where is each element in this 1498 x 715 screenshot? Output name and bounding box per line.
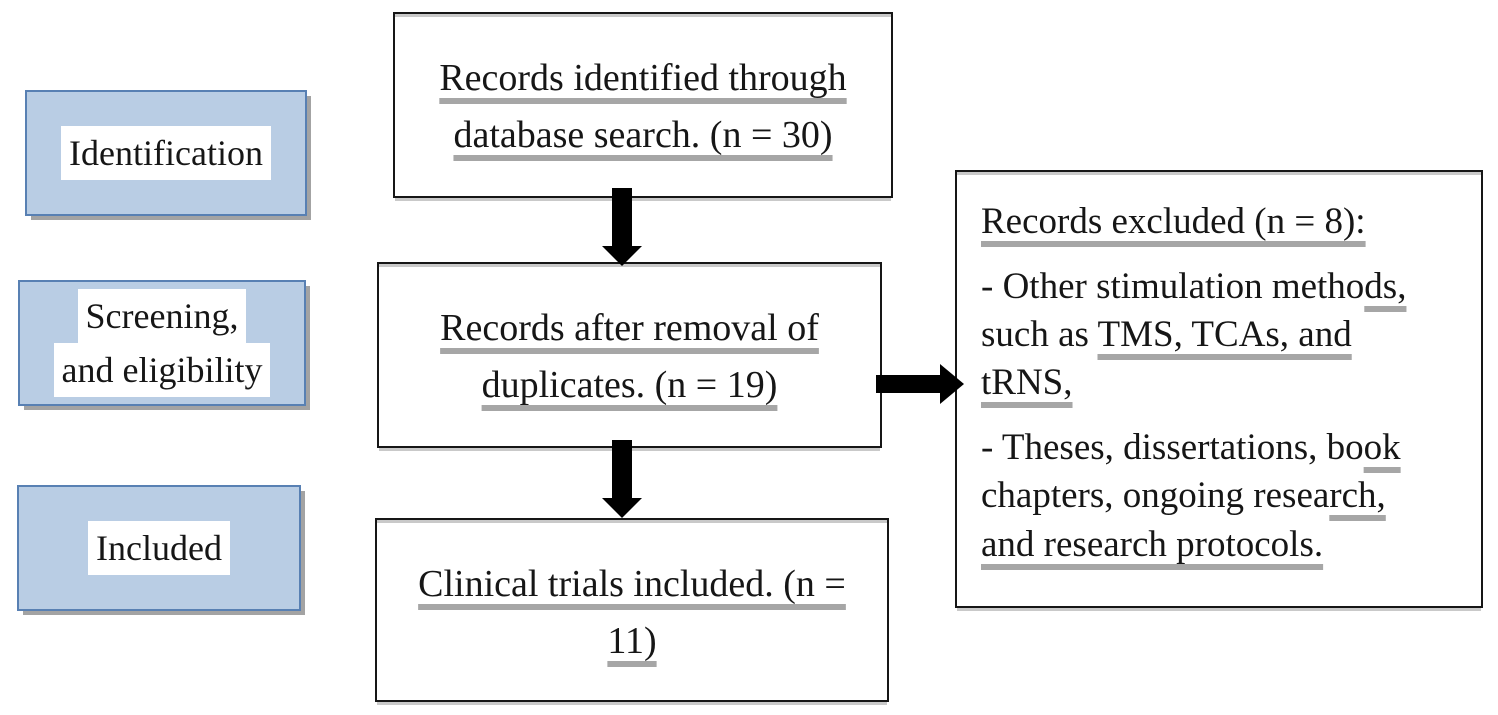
flow-box-line: Records identified through — [439, 50, 846, 107]
excluded-item-text: such as — [981, 314, 1089, 356]
flow-box-text: duplicates. (n = 19) — [481, 364, 778, 406]
excluded-item-text: ds, — [1364, 266, 1407, 308]
flow-box-text: Records after removal of — [440, 307, 819, 349]
excluded-item-line: and research protocols. — [981, 521, 1459, 569]
excluded-item-line: chapters, ongoing research, — [981, 472, 1459, 520]
arrow-shaft — [612, 188, 632, 246]
excluded-item-line: tRNS, — [981, 359, 1459, 407]
flow-box-text: 11) — [607, 620, 657, 662]
excluded-title: Records excluded (n = 8): — [981, 198, 1459, 246]
stage-label-text: Screening, — [77, 288, 247, 343]
arrow-shaft — [612, 440, 632, 498]
stage-label-text: and eligibility — [53, 343, 271, 398]
arrow-down-head-icon — [602, 498, 642, 518]
excluded-item-text: and research protocols. — [981, 523, 1324, 565]
flow-box-text: database search. (n = 30) — [453, 114, 833, 156]
excluded-item-2: - Theses, dissertations, book chapters, … — [981, 424, 1459, 568]
flow-box-line: Clinical trials included. (n = — [418, 556, 846, 613]
stage-label-text: Included — [88, 520, 230, 576]
arrow-right-head-icon — [940, 364, 964, 404]
arrow-down-head-icon — [602, 246, 642, 266]
stage-label-line: Included — [88, 520, 230, 576]
arrow-shaft — [876, 375, 940, 393]
excluded-item-text: rch, — [1329, 475, 1386, 517]
stage-label-text: Identification — [61, 125, 271, 181]
excluded-title-text: Records excluded (n = 8): — [981, 201, 1366, 242]
excluded-item-line: - Other stimulation methods, — [981, 263, 1459, 311]
flow-box-text: Records identified through — [439, 57, 847, 99]
flow-box-after-duplicates: Records after removal of duplicates. (n … — [377, 262, 882, 448]
flow-box-line: duplicates. (n = 19) — [482, 357, 778, 414]
arrow-down-duplicates-to-included — [602, 440, 642, 518]
excluded-records-box: Records excluded (n = 8): - Other stimul… — [955, 170, 1483, 608]
excluded-item-line: - Theses, dissertations, book — [981, 424, 1459, 472]
excluded-item-line: such as TMS, TCAs, and — [981, 311, 1459, 359]
stage-label-line: Identification — [61, 125, 271, 181]
excluded-item-text: - Theses, dissertations, bo — [981, 427, 1364, 469]
flow-box-line: Records after removal of — [440, 300, 819, 357]
arrow-down-identified-to-duplicates — [602, 188, 642, 266]
excluded-item-text: chapters, ongoing resea — [981, 475, 1330, 517]
stage-label-line: Screening, — [77, 288, 247, 343]
flow-box-line: database search. (n = 30) — [453, 107, 832, 164]
flow-box-line: 11) — [607, 613, 656, 670]
excluded-item-text: TMS, TCAs, and — [1097, 314, 1352, 356]
excluded-item-text: tRNS, — [981, 362, 1073, 404]
flow-box-records-identified: Records identified through database sear… — [393, 12, 893, 198]
excluded-item-text: - Other stimulation metho — [981, 266, 1365, 308]
arrow-right-to-excluded — [876, 364, 964, 404]
stage-label-line: and eligibility — [53, 343, 271, 398]
stage-label-identification: Identification — [25, 90, 307, 216]
excluded-item-1: - Other stimulation methods, such as TMS… — [981, 263, 1459, 407]
flow-box-clinical-trials-included: Clinical trials included. (n = 11) — [375, 518, 889, 702]
stage-label-included: Included — [17, 485, 301, 611]
excluded-item-text: ok — [1363, 427, 1401, 469]
stage-label-screening-eligibility: Screening, and eligibility — [18, 280, 306, 406]
flow-box-text: Clinical trials included. (n = — [418, 563, 846, 605]
